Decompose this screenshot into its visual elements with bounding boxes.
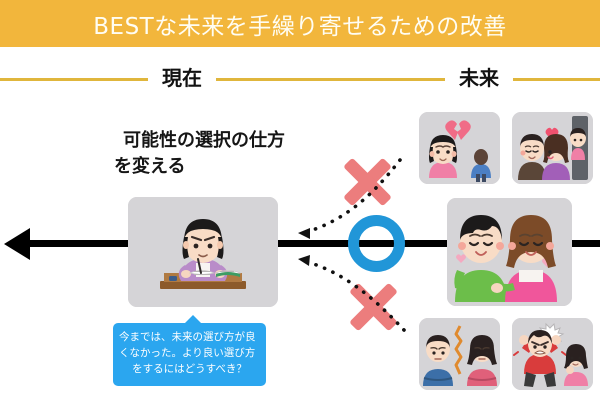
dotted-arrowhead-lower bbox=[298, 255, 310, 266]
speech-bubble-tail-icon bbox=[184, 315, 202, 324]
speech-bubble-line1: 今までは、未来の選び方が良 bbox=[119, 331, 256, 343]
left-heading-line1: 可能性の選択の仕方 bbox=[123, 130, 285, 151]
cold-couple-illustration bbox=[419, 318, 500, 390]
panel-present-studying-girl bbox=[128, 197, 278, 307]
speech-bubble: 今までは、未来の選び方が良 くなかった。より良い選び方 をするにはどうすべき？ bbox=[113, 323, 266, 386]
page-title: BESTな未来を手繰り寄せるための改善 bbox=[93, 13, 507, 40]
slide-title-band: BESTな未来を手繰り寄せるための改善 bbox=[0, 0, 600, 47]
panel-future-heartbreak bbox=[419, 112, 500, 184]
left-heading: 可能性の選択の仕方 を変える bbox=[88, 128, 320, 180]
column-label-future: 未来 bbox=[445, 61, 513, 91]
heartbreak-illustration bbox=[419, 112, 500, 184]
column-label-present: 現在 bbox=[148, 61, 216, 91]
panel-future-happy-couple bbox=[447, 198, 572, 306]
column-divider-rule bbox=[0, 78, 600, 81]
speech-bubble-line2: くなかった。より良い選び方 bbox=[119, 346, 256, 359]
speech-bubble-line3: をするにはどうすべき？ bbox=[132, 362, 247, 375]
x-mark-top-icon bbox=[340, 155, 394, 209]
studying-girl-illustration bbox=[128, 197, 278, 307]
panel-future-cold-couple bbox=[419, 318, 500, 390]
circle-ok-icon bbox=[348, 215, 405, 272]
happy-couple-illustration bbox=[447, 198, 572, 306]
x-mark-bottom-icon bbox=[346, 280, 400, 334]
panel-future-couple-kissing bbox=[512, 112, 593, 184]
left-heading-line2: を変える bbox=[114, 156, 186, 178]
timeline-arrow-head-icon bbox=[4, 228, 30, 260]
angry-man-illustration bbox=[512, 318, 593, 390]
couple-kissing-illustration bbox=[512, 112, 593, 184]
timeline-axis bbox=[22, 240, 600, 247]
panel-future-angry-man bbox=[512, 318, 593, 390]
dotted-arrowhead-upper bbox=[298, 228, 310, 239]
